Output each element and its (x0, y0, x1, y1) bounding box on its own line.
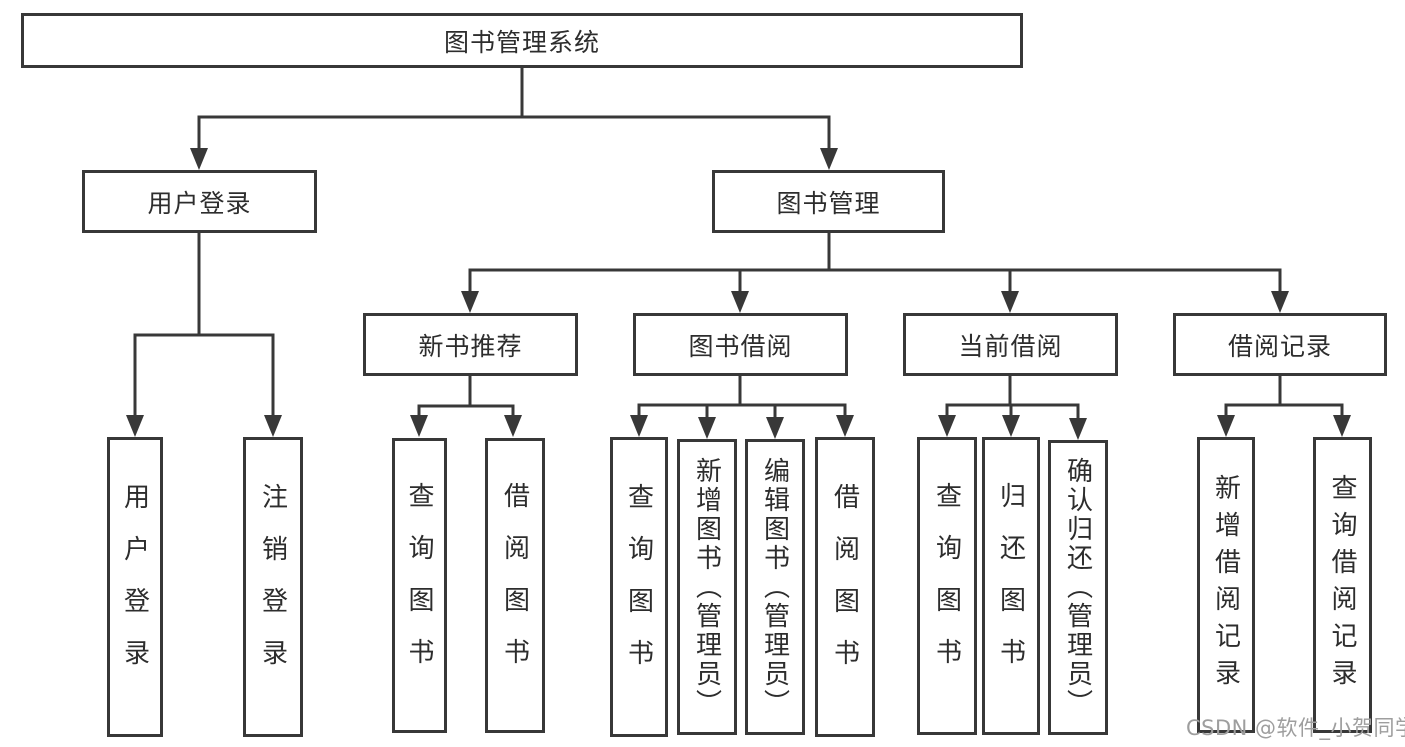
leaf-add-book-admin: 新增图书（管理员） (677, 439, 737, 735)
leaf-user-login: 用户登录 (107, 437, 163, 737)
connector-root-to-level2 (190, 66, 838, 170)
connector-book-borrow-to-leaves (630, 374, 854, 439)
connector-borrow-records-to-leaves (1217, 374, 1351, 437)
connector-user-login-to-leaves (126, 231, 282, 437)
node-book-borrow: 图书借阅 (633, 313, 848, 376)
node-root: 图书管理系统 (21, 13, 1023, 68)
leaf-add-borrow-record: 新增借阅记录 (1197, 437, 1255, 733)
leaf-borrow-books-1: 借阅图书 (485, 438, 545, 733)
leaf-confirm-return-admin: 确认归还（管理员） (1048, 440, 1108, 735)
connector-book-management-to-level3 (461, 231, 1289, 313)
leaf-query-books-1: 查询图书 (392, 438, 447, 733)
node-borrow-records: 借阅记录 (1173, 313, 1387, 376)
node-book-management: 图书管理 (712, 170, 945, 233)
leaf-query-borrow-record: 查询借阅记录 (1313, 437, 1372, 733)
leaf-logout-login: 注销登录 (243, 437, 303, 737)
node-user-login: 用户登录 (82, 170, 317, 233)
leaf-borrow-books-2: 借阅图书 (815, 437, 875, 737)
node-new-book-recommend: 新书推荐 (363, 313, 578, 376)
watermark-text: CSDN @软件_小贺同学 (1186, 716, 1405, 740)
connector-current-borrow-to-leaves (938, 374, 1087, 440)
connector-new-book-to-leaves (410, 374, 522, 437)
node-current-borrow: 当前借阅 (903, 313, 1118, 376)
leaf-edit-book-admin: 编辑图书（管理员） (745, 439, 805, 735)
leaf-return-book: 归还图书 (982, 437, 1040, 735)
leaf-query-books-2: 查询图书 (610, 437, 668, 737)
leaf-query-books-3: 查询图书 (917, 437, 977, 735)
